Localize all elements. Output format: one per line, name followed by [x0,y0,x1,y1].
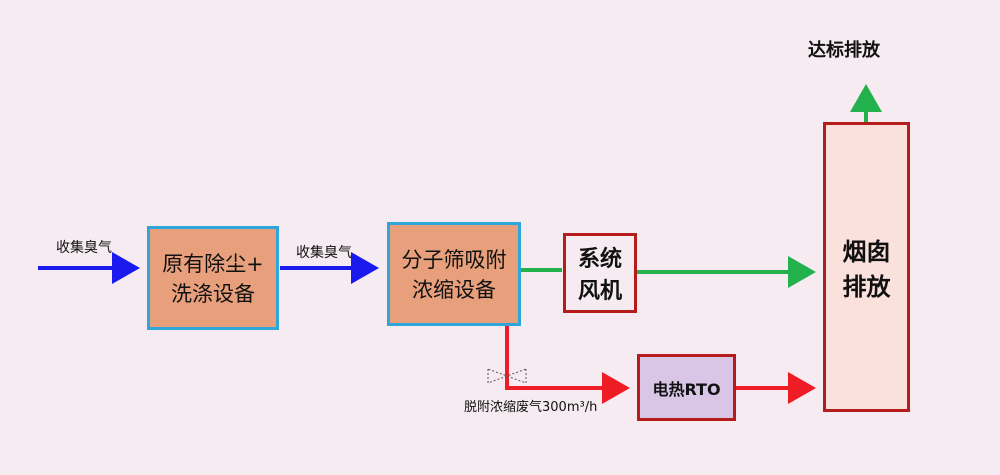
desorption-label: 脱附浓缩废气300m³/h [464,400,598,415]
input-label-1: 收集臭气 [56,240,112,256]
arrow-sieve-rto [505,307,630,404]
molecular-sieve-label: 分子筛吸附 浓缩设备 [401,248,507,302]
dust-washing-equipment: 原有除尘+ 洗涤设备 [147,226,279,330]
dust-washing-label: 原有除尘+ 洗涤设备 [162,252,264,306]
system-fan-label: 系统 风机 [577,247,622,304]
system-fan: 系统 风机 [563,233,637,313]
chimney-label: 烟囱 排放 [842,238,891,301]
electric-rto-label: 电热RTO [652,379,721,399]
electric-rto: 电热RTO [637,354,736,421]
chimney: 烟囱 排放 [823,122,910,412]
valve-icon [487,368,527,384]
input-label-2: 收集臭气 [296,245,352,261]
molecular-sieve-equipment: 分子筛吸附 浓缩设备 [387,222,521,326]
output-label: 达标排放 [808,40,880,61]
